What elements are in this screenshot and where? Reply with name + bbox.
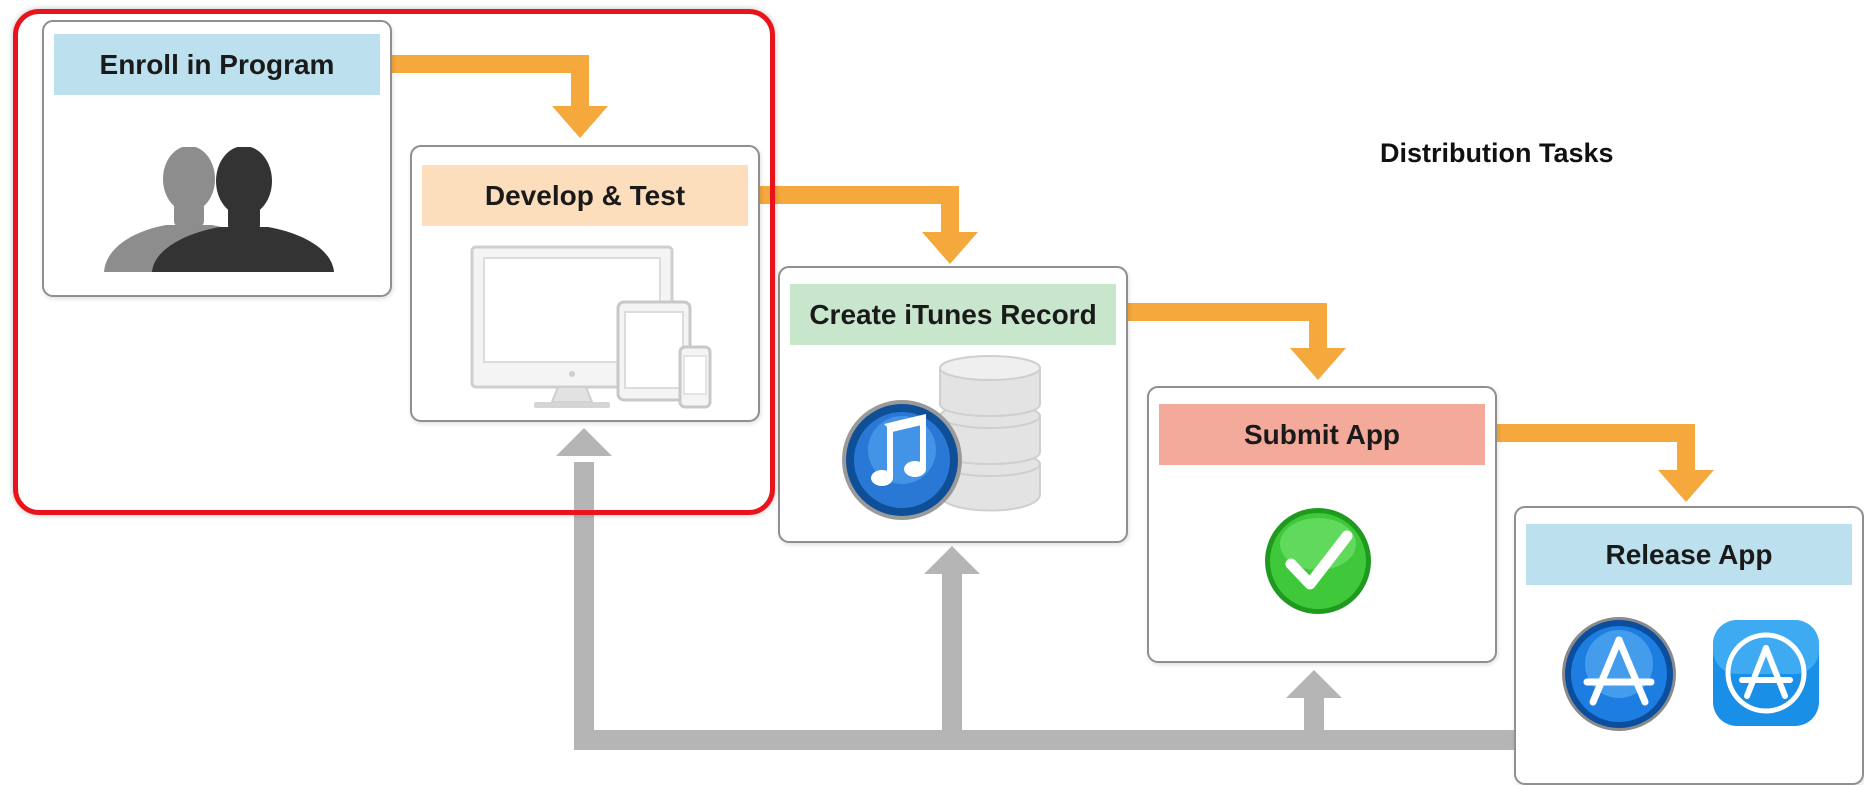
step-release-title: Release App [1526,524,1852,585]
step-itunes-card[interactable]: Create iTunes Record [778,266,1128,543]
itunes-database-icon [842,355,1041,520]
arrowhead-submit-to-release [1658,470,1714,502]
devices-icon [470,245,712,409]
arrowhead-develop-to-itunes [922,232,978,264]
feedback-arrows [556,428,1520,750]
step-itunes-title: Create iTunes Record [790,284,1116,345]
step-develop-title: Develop & Test [422,165,748,226]
arrow-submit-to-release [1494,424,1695,472]
step-develop-card[interactable]: Develop & Test [410,145,760,422]
two-people-silhouette-icon [104,147,334,272]
arrowhead-itunes-to-submit [1290,348,1346,380]
step-enroll-title: Enroll in Program [54,34,380,95]
forward-arrows [392,55,1714,502]
feedback-arrowhead-develop [556,428,612,456]
green-checkmark-icon [1265,508,1371,614]
app-store-square-icon [1713,620,1819,726]
step-submit-card[interactable]: Submit App [1147,386,1497,663]
feedback-line [574,462,1520,750]
feedback-arrowhead-submit [1286,670,1342,698]
distribution-tasks-title: Distribution Tasks [1380,138,1614,168]
arrow-enroll-to-develop [392,55,589,108]
step-enroll-card[interactable]: Enroll in Program [42,20,392,297]
feedback-arrowhead-itunes [924,546,980,574]
step-submit-title: Submit App [1159,404,1485,465]
app-store-icons [1561,616,1851,736]
step-release-card[interactable]: Release App [1514,506,1864,785]
arrow-itunes-to-submit [1126,303,1327,350]
arrowhead-enroll-to-develop [552,106,608,138]
highlight-frame [13,9,775,515]
arrow-develop-to-itunes [758,186,959,234]
app-store-round-icon [1562,617,1676,731]
